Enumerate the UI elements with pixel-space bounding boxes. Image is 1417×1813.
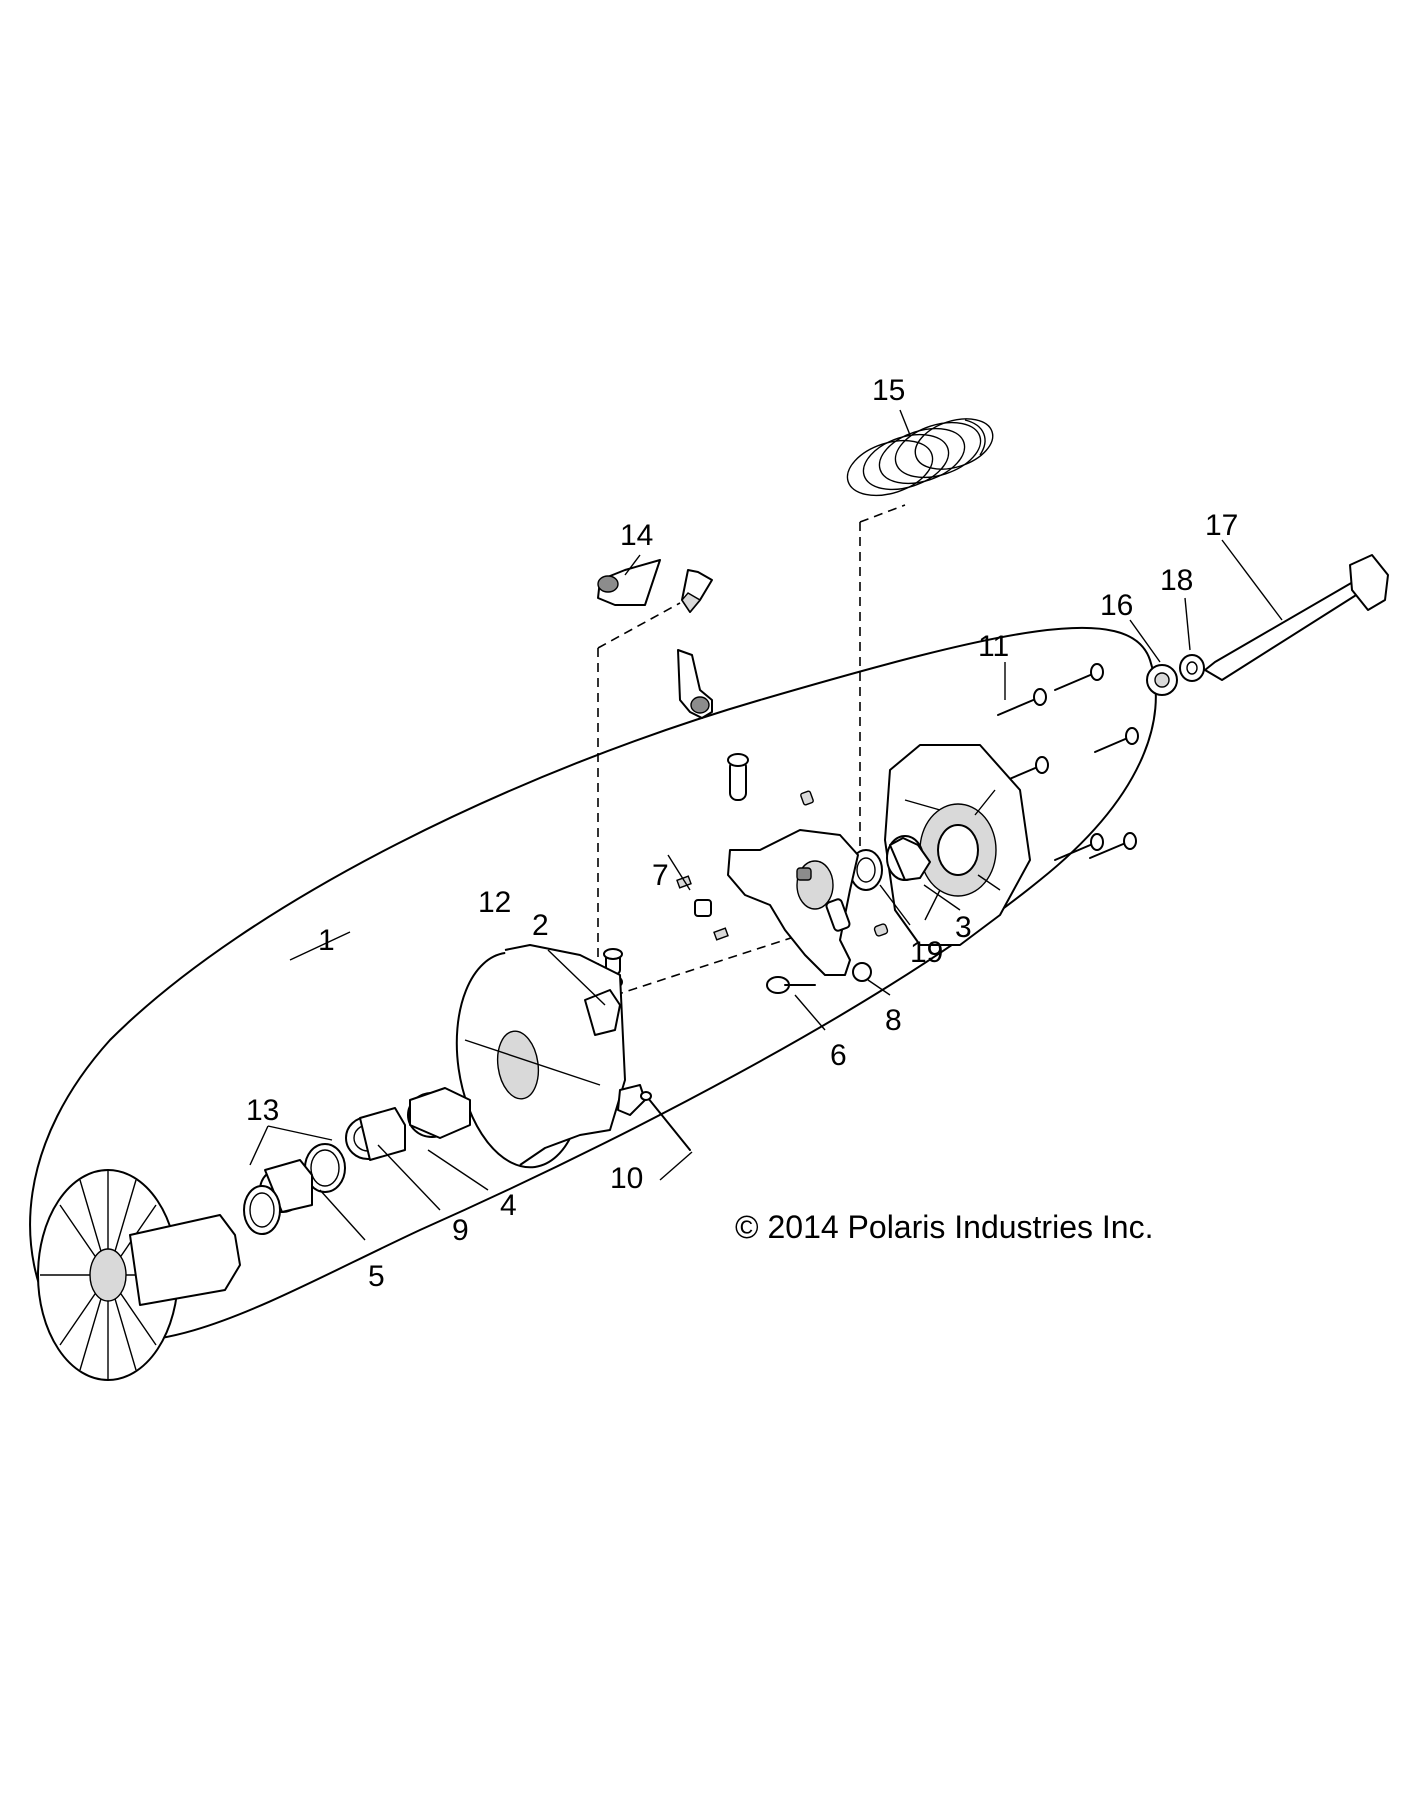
spider [727, 753, 889, 976]
alignment-lines [597, 504, 906, 1001]
bolt [1204, 554, 1389, 681]
callout-5: 5 [368, 1260, 385, 1293]
assembly-outline [29, 626, 1157, 1343]
cover-plate [884, 744, 1031, 946]
cam-weights [597, 559, 713, 719]
long-pin [640, 1091, 691, 1151]
sheave-bushings [243, 1087, 471, 1235]
callout-9: 9 [452, 1214, 469, 1247]
callout-2: 2 [532, 909, 549, 942]
rollers [676, 875, 729, 941]
callout-numbers: 1 2 3 4 5 6 7 8 9 10 11 12 13 14 15 16 1… [246, 374, 1238, 1293]
callout-17: 17 [1205, 509, 1238, 542]
callout-10: 10 [610, 1162, 643, 1195]
callout-leaders [249, 409, 1283, 1241]
callout-3: 3 [955, 911, 972, 944]
bushing-and-washer [1146, 654, 1205, 696]
fixed-sheave [37, 1169, 241, 1381]
roller-pin-and-ball [766, 962, 872, 994]
moveable-sheave [455, 944, 646, 1169]
callout-12: 12 [478, 886, 511, 919]
callout-8: 8 [885, 1004, 902, 1037]
callout-15: 15 [872, 374, 905, 407]
callout-7: 7 [652, 859, 669, 892]
spring [846, 418, 994, 497]
callout-6: 6 [830, 1039, 847, 1072]
copyright-notice: © 2014 Polaris Industries Inc. [735, 1209, 1153, 1245]
callout-1: 1 [318, 924, 335, 957]
callout-4: 4 [500, 1189, 517, 1222]
callout-19: 19 [910, 936, 943, 969]
callout-14: 14 [620, 519, 653, 552]
callout-11: 11 [978, 630, 1009, 663]
callout-13: 13 [246, 1094, 279, 1127]
callout-18: 18 [1160, 564, 1193, 597]
cover-bolts [997, 663, 1139, 861]
callout-16: 16 [1100, 589, 1133, 622]
